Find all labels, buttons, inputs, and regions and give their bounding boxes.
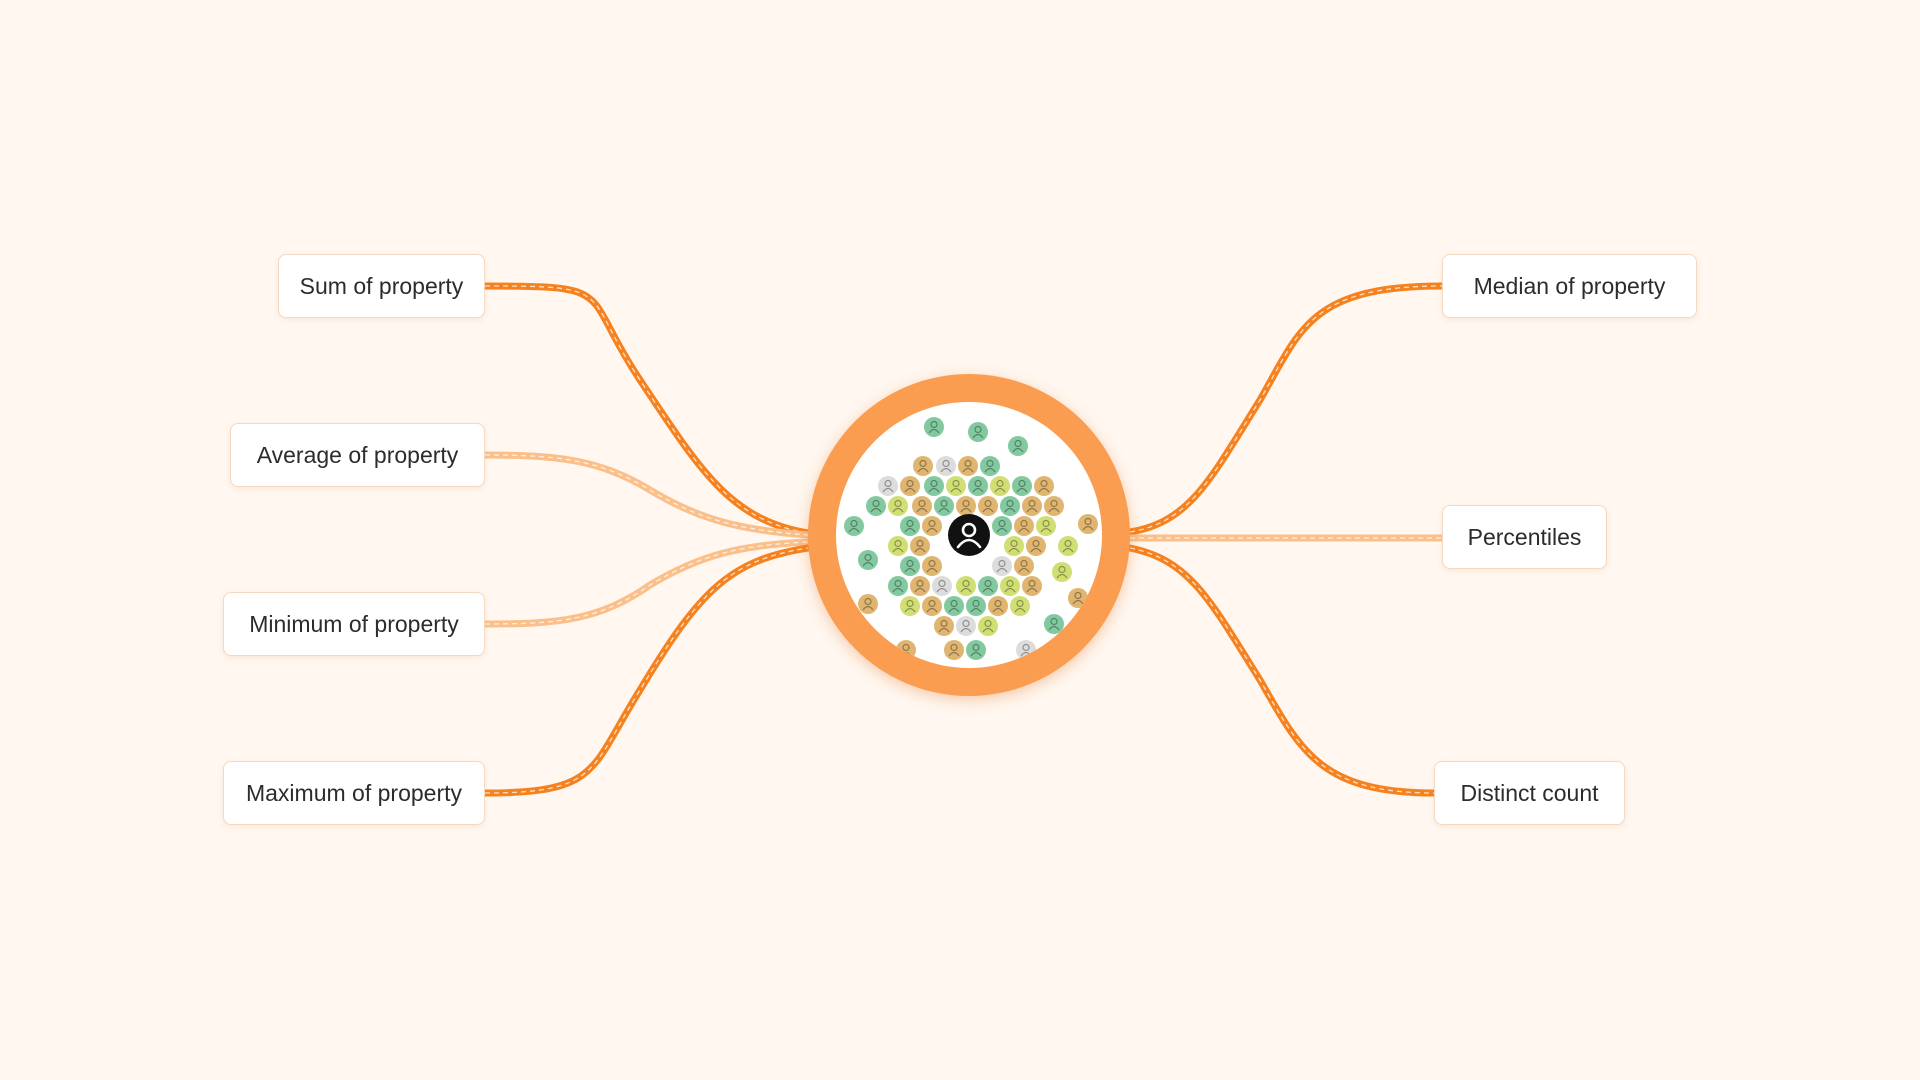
user-avatar-icon [858,594,878,614]
connector-average [481,451,812,539]
node-distinct-count[interactable]: Distinct count [1434,761,1625,825]
user-avatar-icon [946,476,966,496]
user-avatar-icon [1068,588,1088,608]
node-percentiles[interactable]: Percentiles [1442,505,1607,569]
user-avatar-icon [844,516,864,536]
user-avatar-icon [900,476,920,496]
user-avatar-icon [934,616,954,636]
node-label: Maximum of property [245,779,462,806]
user-avatar-icon [888,576,908,596]
user-avatar-icon [1008,436,1028,456]
user-avatar-icon [1058,536,1078,556]
connector-sum [481,282,812,537]
user-avatar-icon [992,516,1012,536]
user-avatar-icon [1010,596,1030,616]
node-label: Average of property [256,441,459,468]
user-avatar-icon [980,456,1000,476]
user-avatar-icon [968,422,988,442]
central-hub [808,374,1130,696]
connector-distinct [1126,544,1438,797]
node-label: Median of property [1473,272,1666,299]
user-avatar-icon [878,476,898,496]
user-avatar-icon [1004,536,1024,556]
user-avatar-icon [992,556,1012,576]
user-avatar-icon [988,596,1008,616]
user-avatar-icon [1000,576,1020,596]
user-avatar-icon [956,496,976,516]
hub-inner-circle [836,402,1102,668]
user-avatar-icon [910,576,930,596]
node-maximum-of-property[interactable]: Maximum of property [223,761,485,825]
node-median-of-property[interactable]: Median of property [1442,254,1697,318]
node-label: Percentiles [1467,523,1582,550]
user-avatar-icon [1026,536,1046,556]
user-avatar-icon [956,576,976,596]
node-label: Minimum of property [249,610,459,637]
user-avatar-icon [966,640,986,660]
user-avatar-icon [896,640,916,660]
user-avatar-icon [888,536,908,556]
user-avatar-icon [1016,640,1036,660]
user-avatar-icon [934,496,954,516]
user-avatar-icon [1078,514,1098,534]
user-avatar-icon [900,596,920,616]
user-avatar-icon [966,596,986,616]
node-sum-of-property[interactable]: Sum of property [278,254,485,318]
user-avatar-icon [1034,476,1054,496]
user-avatar-icon [958,456,978,476]
node-average-of-property[interactable]: Average of property [230,423,485,487]
user-avatar-icon [912,496,932,516]
user-avatar-icon [1022,576,1042,596]
user-avatar-icon [922,556,942,576]
user-avatar-icon [1036,516,1056,536]
user-avatar-icon [900,516,920,536]
user-avatar-icon [978,496,998,516]
user-avatar-icon [1014,516,1034,536]
user-cluster-graphic [844,417,1098,660]
connector-median [1126,282,1446,536]
user-avatar-icon [978,616,998,636]
user-avatar-icon [888,496,908,516]
user-icon [948,514,990,556]
user-avatar-icon [1052,562,1072,582]
user-avatar-icon [1014,556,1034,576]
user-avatar-icon [932,576,952,596]
node-minimum-of-property[interactable]: Minimum of property [223,592,485,656]
user-avatar-icon [936,456,956,476]
user-avatar-icon [900,556,920,576]
user-avatar-icon [978,576,998,596]
user-avatar-icon [866,496,886,516]
user-avatar-icon [944,640,964,660]
user-avatar-icon [990,476,1010,496]
user-avatar-icon [1044,614,1064,634]
user-avatar-icon [1000,496,1020,516]
connector-average-highlight [484,454,809,536]
user-avatar-icon [913,456,933,476]
user-avatar-icon [1012,476,1032,496]
user-avatar-icon [968,476,988,496]
node-label: Distinct count [1460,779,1599,806]
user-avatar-icon [1044,496,1064,516]
user-avatar-icon [924,417,944,437]
user-avatar-icon [944,596,964,616]
user-avatar-icon [922,596,942,616]
user-avatar-icon [922,516,942,536]
user-avatar-icon [910,536,930,556]
user-avatar-icon [924,476,944,496]
connector-minimum [481,538,812,628]
connector-median-highlight [1129,285,1443,533]
connector-maximum-highlight [484,547,809,794]
connector-distinct-highlight [1129,547,1435,794]
connector-sum-highlight [484,285,809,534]
node-label: Sum of property [299,272,464,299]
user-avatar-icon [858,550,878,570]
connector-minimum-highlight [484,541,809,625]
user-avatar-icon [956,616,976,636]
user-avatar-icon [1022,496,1042,516]
